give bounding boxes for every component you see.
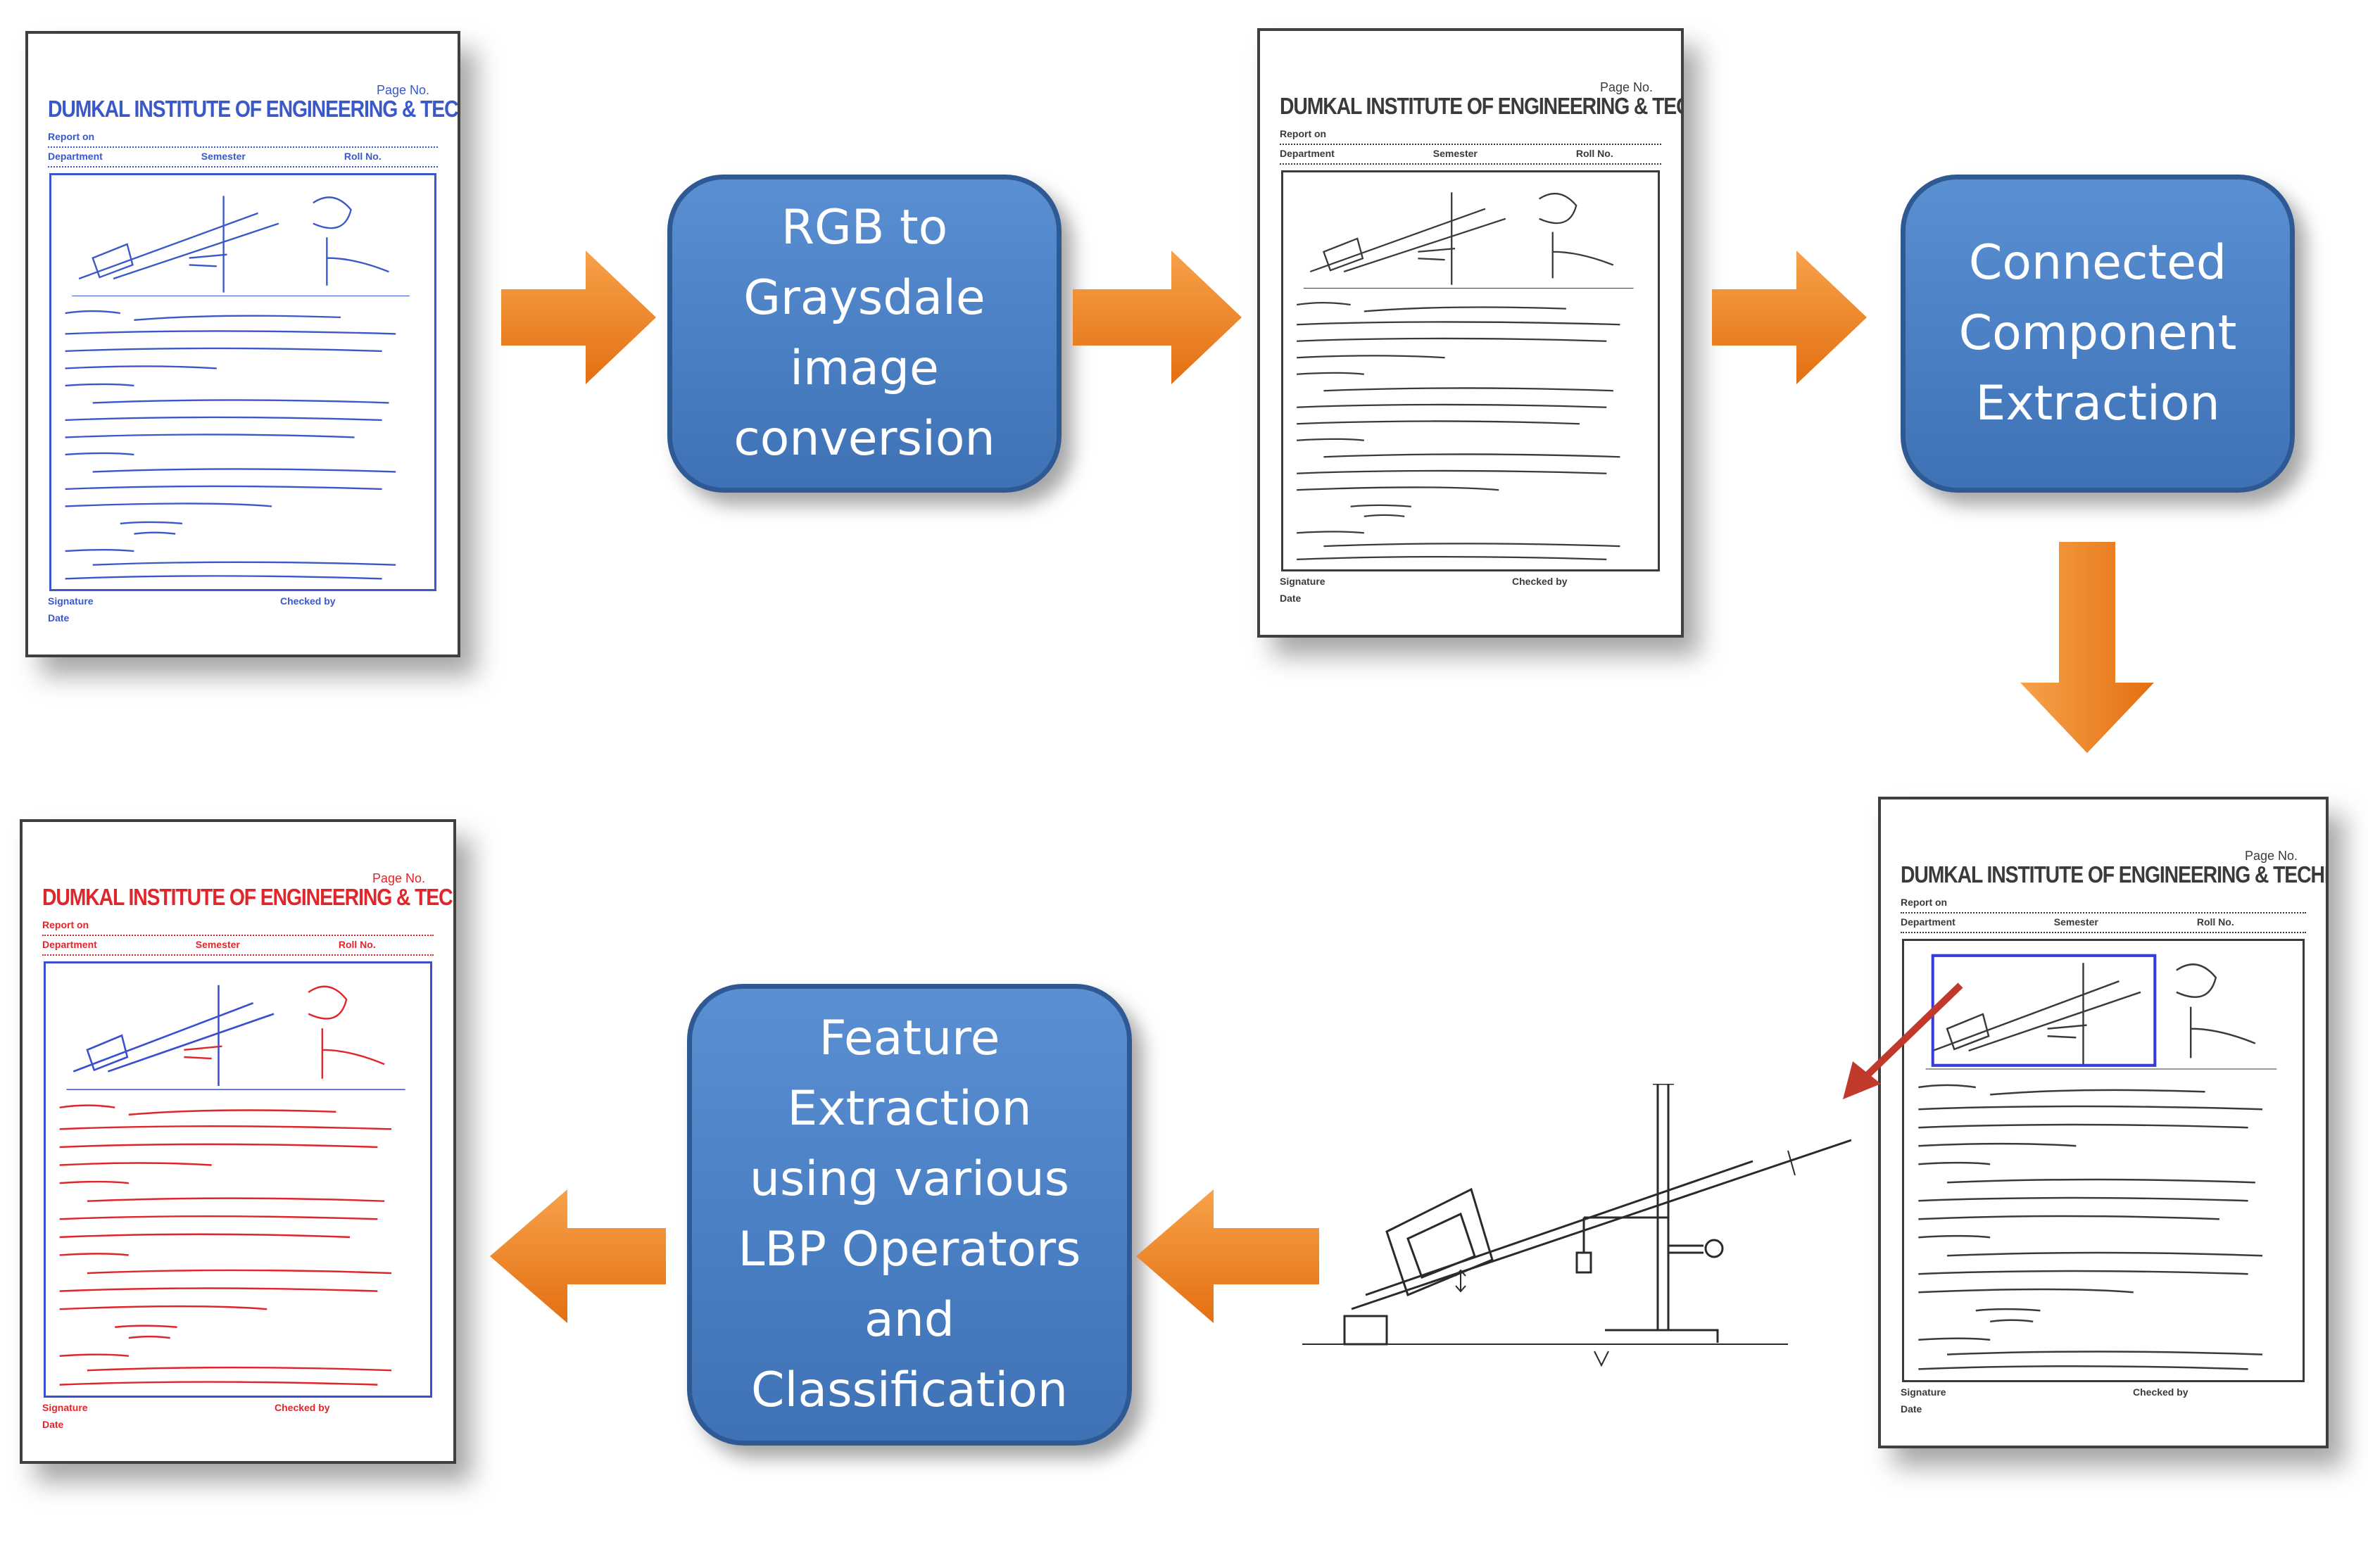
document-footer: Signature Checked by Date (1280, 576, 1568, 604)
page-number-label: Page No. (1599, 80, 1653, 94)
document-footer: Signature Checked by Date (42, 1402, 330, 1430)
institute-heading: DUMKAL INSTITUTE OF ENGINEERING & TECHNO… (48, 96, 458, 122)
component-extracted-document: Page No. DUMKAL INSTITUTE OF ENGINEERING… (1878, 797, 2329, 1448)
report-on-line: Report on (1901, 897, 2306, 913)
page-number-label: Page No. (2244, 849, 2298, 863)
flow-arrow-icon (1712, 251, 1867, 384)
handwritten-content-frame (1902, 939, 2305, 1382)
extracted-component-sketch (1302, 1084, 1851, 1367)
institute-heading: DUMKAL INSTITUTE OF ENGINEERING & TECHNO… (1280, 93, 1681, 119)
connected-component-step: Connected Component Extraction (1901, 175, 2295, 493)
handwritten-content-frame (49, 173, 436, 591)
institute-heading: DUMKAL INSTITUTE OF ENGINEERING & TECHNO… (42, 884, 453, 910)
handwritten-content-frame (1281, 170, 1660, 571)
feature-extraction-step: Feature Extraction using various LBP Ope… (687, 984, 1132, 1446)
handwritten-notes (1296, 192, 1634, 561)
rgb-to-grayscale-step: RGB to Graysdale image conversion (667, 175, 1062, 493)
flow-arrow-icon (501, 251, 656, 384)
document-footer: Signature Checked by Date (1901, 1386, 2188, 1415)
handwritten-notes (1918, 954, 2277, 1370)
flow-arrow-left-icon (490, 1189, 666, 1323)
connected-component-label: Connected Component Extraction (1958, 235, 2237, 431)
page-number-label: Page No. (372, 871, 425, 885)
feature-extraction-label: Feature Extraction using various LBP Ope… (738, 1011, 1081, 1418)
red-pointer-arrow-icon (1843, 982, 1963, 1099)
handwritten-notes (65, 196, 410, 580)
handwritten-notes (59, 985, 405, 1386)
document-footer: Signature Checked by Date (48, 595, 336, 624)
flow-arrow-icon (1073, 251, 1242, 384)
report-on-line: Report on (1280, 128, 1661, 145)
handwritten-content-frame (44, 961, 432, 1398)
flow-arrow-down-icon (2020, 542, 2154, 753)
original-document: Page No. DUMKAL INSTITUTE OF ENGINEERING… (25, 31, 460, 657)
classified-document: Page No. DUMKAL INSTITUTE OF ENGINEERING… (20, 819, 456, 1464)
flow-arrow-left-icon (1136, 1189, 1319, 1323)
report-on-line: Report on (42, 919, 434, 936)
grayscale-document: Page No. DUMKAL INSTITUTE OF ENGINEERING… (1257, 28, 1684, 638)
institute-heading: DUMKAL INSTITUTE OF ENGINEERING & TECHNO… (1901, 861, 2326, 887)
rgb-to-grayscale-label: RGB to Graysdale image conversion (733, 200, 995, 467)
report-on-line: Report on (48, 131, 438, 148)
page-number-label: Page No. (376, 83, 429, 97)
